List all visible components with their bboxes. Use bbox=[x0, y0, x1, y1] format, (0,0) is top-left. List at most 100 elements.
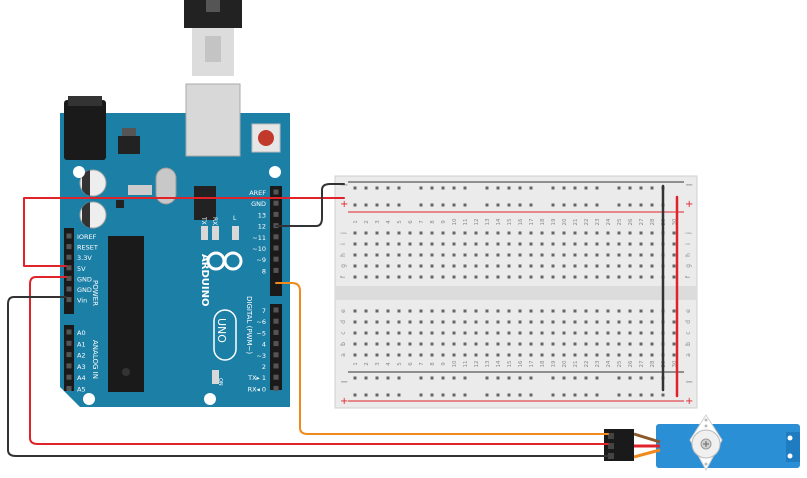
terminal-hole[interactable] bbox=[353, 231, 357, 235]
rail-hole[interactable] bbox=[507, 393, 511, 397]
rail-hole[interactable] bbox=[518, 186, 522, 190]
terminal-hole[interactable] bbox=[397, 242, 401, 246]
terminal-hole[interactable] bbox=[540, 253, 544, 257]
terminal-hole[interactable] bbox=[441, 275, 445, 279]
terminal-hole[interactable] bbox=[452, 331, 456, 335]
terminal-hole[interactable] bbox=[485, 331, 489, 335]
terminal-hole[interactable] bbox=[353, 253, 357, 257]
terminal-hole[interactable] bbox=[551, 309, 555, 313]
terminal-hole[interactable] bbox=[397, 331, 401, 335]
terminal-hole[interactable] bbox=[485, 264, 489, 268]
terminal-hole[interactable] bbox=[485, 309, 489, 313]
terminal-hole[interactable] bbox=[386, 353, 390, 357]
terminal-hole[interactable] bbox=[397, 353, 401, 357]
terminal-hole[interactable] bbox=[441, 264, 445, 268]
terminal-hole[interactable] bbox=[551, 264, 555, 268]
terminal-hole[interactable] bbox=[364, 309, 368, 313]
terminal-hole[interactable] bbox=[606, 253, 610, 257]
terminal-hole[interactable] bbox=[584, 320, 588, 324]
rail-hole[interactable] bbox=[496, 203, 500, 207]
rail-hole[interactable] bbox=[529, 186, 533, 190]
terminal-hole[interactable] bbox=[419, 253, 423, 257]
rail-hole[interactable] bbox=[529, 376, 533, 380]
terminal-hole[interactable] bbox=[397, 253, 401, 257]
terminal-hole[interactable] bbox=[551, 231, 555, 235]
terminal-hole[interactable] bbox=[650, 264, 654, 268]
terminal-hole[interactable] bbox=[507, 264, 511, 268]
terminal-hole[interactable] bbox=[485, 231, 489, 235]
terminal-hole[interactable] bbox=[540, 264, 544, 268]
terminal-hole[interactable] bbox=[375, 353, 379, 357]
terminal-hole[interactable] bbox=[617, 331, 621, 335]
terminal-hole[interactable] bbox=[408, 342, 412, 346]
terminal-hole[interactable] bbox=[353, 342, 357, 346]
rail-hole[interactable] bbox=[628, 376, 632, 380]
terminal-hole[interactable] bbox=[375, 320, 379, 324]
terminal-hole[interactable] bbox=[496, 275, 500, 279]
rail-hole[interactable] bbox=[650, 376, 654, 380]
terminal-hole[interactable] bbox=[364, 342, 368, 346]
terminal-hole[interactable] bbox=[419, 231, 423, 235]
terminal-hole[interactable] bbox=[496, 264, 500, 268]
rail-hole[interactable] bbox=[441, 186, 445, 190]
terminal-hole[interactable] bbox=[595, 275, 599, 279]
terminal-hole[interactable] bbox=[485, 320, 489, 324]
terminal-hole[interactable] bbox=[496, 309, 500, 313]
rail-hole[interactable] bbox=[485, 186, 489, 190]
terminal-hole[interactable] bbox=[639, 331, 643, 335]
rail-hole[interactable] bbox=[518, 393, 522, 397]
terminal-hole[interactable] bbox=[375, 253, 379, 257]
rail-hole[interactable] bbox=[573, 376, 577, 380]
wire-servo-ground[interactable] bbox=[7, 296, 609, 457]
header-pin[interactable] bbox=[273, 245, 279, 251]
breadboard[interactable]: 1122334455667788991010111112121313141415… bbox=[334, 175, 698, 409]
terminal-hole[interactable] bbox=[441, 242, 445, 246]
terminal-hole[interactable] bbox=[529, 253, 533, 257]
terminal-hole[interactable] bbox=[430, 264, 434, 268]
terminal-hole[interactable] bbox=[386, 242, 390, 246]
rail-hole[interactable] bbox=[573, 186, 577, 190]
terminal-hole[interactable] bbox=[364, 275, 368, 279]
terminal-hole[interactable] bbox=[441, 253, 445, 257]
terminal-hole[interactable] bbox=[628, 275, 632, 279]
terminal-hole[interactable] bbox=[375, 342, 379, 346]
terminal-hole[interactable] bbox=[386, 309, 390, 313]
rail-hole[interactable] bbox=[364, 186, 368, 190]
terminal-hole[interactable] bbox=[573, 242, 577, 246]
terminal-hole[interactable] bbox=[584, 231, 588, 235]
rail-hole[interactable] bbox=[573, 203, 577, 207]
terminal-hole[interactable] bbox=[672, 275, 676, 279]
rail-hole[interactable] bbox=[551, 376, 555, 380]
wire-5v-rail[interactable] bbox=[23, 197, 345, 267]
terminal-hole[interactable] bbox=[650, 253, 654, 257]
terminal-hole[interactable] bbox=[672, 253, 676, 257]
terminal-hole[interactable] bbox=[430, 309, 434, 313]
terminal-hole[interactable] bbox=[408, 242, 412, 246]
rail-hole[interactable] bbox=[452, 186, 456, 190]
terminal-hole[interactable] bbox=[507, 331, 511, 335]
rail-hole[interactable] bbox=[386, 393, 390, 397]
rail-hole[interactable] bbox=[375, 376, 379, 380]
rail-hole[interactable] bbox=[386, 203, 390, 207]
terminal-hole[interactable] bbox=[419, 320, 423, 324]
terminal-hole[interactable] bbox=[375, 275, 379, 279]
terminal-hole[interactable] bbox=[485, 342, 489, 346]
rail-hole[interactable] bbox=[386, 186, 390, 190]
terminal-hole[interactable] bbox=[474, 331, 478, 335]
terminal-hole[interactable] bbox=[353, 309, 357, 313]
terminal-hole[interactable] bbox=[463, 231, 467, 235]
terminal-hole[interactable] bbox=[364, 264, 368, 268]
terminal-hole[interactable] bbox=[551, 331, 555, 335]
rail-hole[interactable] bbox=[529, 393, 533, 397]
terminal-hole[interactable] bbox=[562, 320, 566, 324]
terminal-hole[interactable] bbox=[639, 231, 643, 235]
rail-hole[interactable] bbox=[507, 203, 511, 207]
terminal-hole[interactable] bbox=[496, 253, 500, 257]
terminal-hole[interactable] bbox=[353, 353, 357, 357]
wire-gnd-rail[interactable] bbox=[275, 183, 345, 227]
terminal-hole[interactable] bbox=[441, 331, 445, 335]
rail-hole[interactable] bbox=[463, 186, 467, 190]
terminal-hole[interactable] bbox=[496, 242, 500, 246]
terminal-hole[interactable] bbox=[375, 331, 379, 335]
rail-hole[interactable] bbox=[452, 203, 456, 207]
